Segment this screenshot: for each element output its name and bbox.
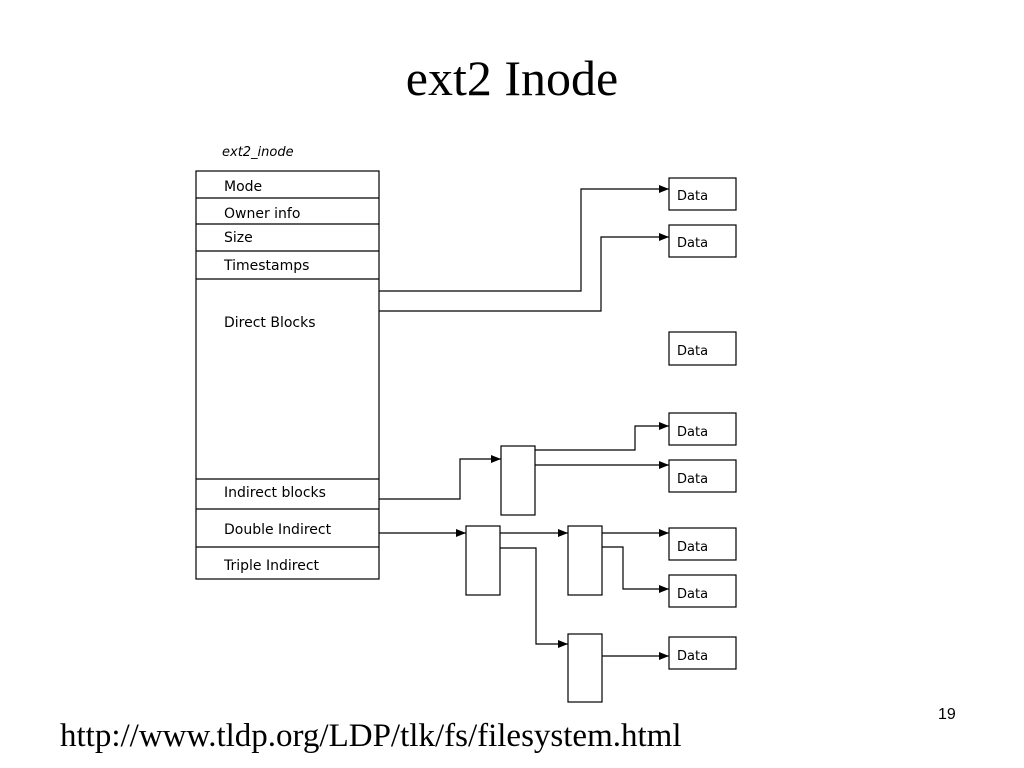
arrow-direct-to-data-2 [379,233,669,312]
data-block-6 [668,527,737,561]
arrow-level2a-to-data-7 [602,546,669,593]
data-block-5 [668,459,737,493]
field-double-indirect: Double Indirect [224,522,332,538]
data-block-2 [668,224,737,258]
indirect-pointer-block [500,445,536,516]
double-indirect-level2-block-a [567,525,603,596]
data-block-4 [668,412,737,446]
source-url[interactable]: http://www.tldp.org/LDP/tlk/fs/filesyste… [60,718,682,754]
field-indirect-blocks: Indirect blocks [224,485,326,501]
data-label-5: Data [677,472,708,487]
arrow-indirect-to-data-4 [535,422,669,451]
slide-title: ext2 Inode [405,50,619,106]
inode-caption: ext2_inode [222,145,294,160]
page-number: 19 [938,706,956,723]
data-blocks [668,177,737,670]
field-direct-blocks: Direct Blocks [224,315,316,331]
field-owner-info: Owner info [224,206,300,222]
arrow-direct-to-data-1 [379,185,669,292]
pointer-arrows [379,185,669,660]
field-mode: Mode [224,179,262,195]
data-block-1 [668,177,737,211]
arrow-indirect-to-block [379,455,501,500]
double-indirect-level2-block-b [567,633,603,703]
data-label-7: Data [677,587,708,602]
data-label-4: Data [677,425,708,440]
double-indirect-level1-block [465,525,501,596]
pointer-blocks [465,445,603,703]
data-label-3: Data [677,344,708,359]
data-block-3 [668,331,737,366]
data-label-2: Data [677,236,708,251]
data-label-1: Data [677,189,708,204]
data-label-6: Data [677,540,708,555]
arrow-level1-to-level2b [500,547,568,648]
field-timestamps: Timestamps [223,258,309,274]
data-label-8: Data [677,649,708,664]
field-triple-indirect: Triple Indirect [223,558,320,574]
data-block-7 [668,574,737,608]
field-size: Size [224,230,253,246]
data-block-8 [668,636,737,670]
inode-table [195,170,380,580]
